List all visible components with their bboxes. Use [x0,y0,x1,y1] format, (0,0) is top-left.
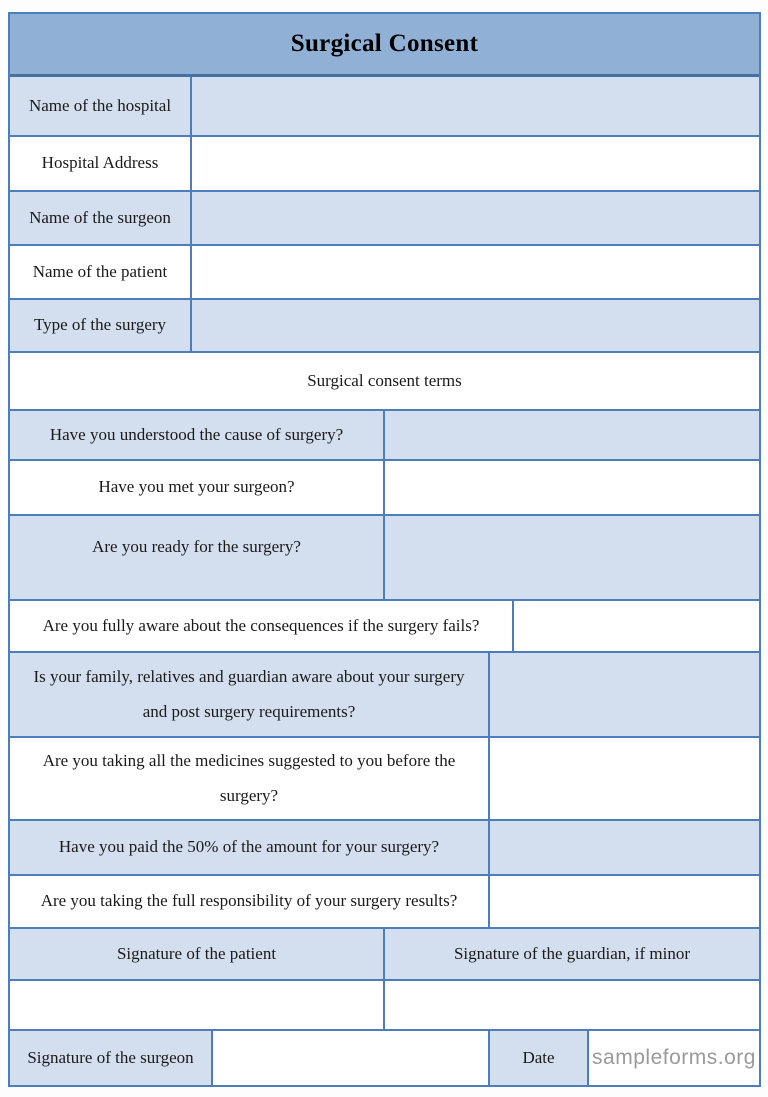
info-row: Hospital Address [10,137,759,192]
question-row: Is your family, relatives and guardian a… [10,653,759,738]
question-responsibility-label: Are you taking the full responsibility o… [10,876,490,927]
question-row: Have you paid the 50% of the amount for … [10,821,759,876]
question-row: Are you fully aware about the consequenc… [10,601,759,653]
guardian-signature-label: Signature of the guardian, if minor [385,929,759,979]
surgical-consent-form: Surgical Consent Name of the hospital Ho… [8,12,761,1087]
surgeon-signature-label: Signature of the surgeon [10,1031,213,1085]
question-consequences-label: Are you fully aware about the consequenc… [10,601,514,651]
question-family-aware-label: Is your family, relatives and guardian a… [10,653,490,736]
question-cause-label: Have you understood the cause of surgery… [10,411,385,459]
surgeon-signature-field[interactable] [213,1031,490,1085]
question-row: Are you taking the full responsibility o… [10,876,759,929]
watermark: sampleforms.org [592,1045,756,1069]
date-field[interactable]: sampleforms.org [589,1031,759,1085]
patient-signature-field[interactable] [10,981,385,1029]
hospital-name-field[interactable] [192,77,759,135]
patient-signature-label: Signature of the patient [10,929,385,979]
question-consequences-answer-field[interactable] [514,601,759,651]
question-cause-answer-field[interactable] [385,411,759,459]
question-payment-label: Have you paid the 50% of the amount for … [10,821,490,874]
form-title-bar: Surgical Consent [10,14,759,77]
patient-name-label: Name of the patient [10,246,192,298]
question-ready-label: Are you ready for the surgery? [10,516,385,599]
question-met-surgeon-answer-field[interactable] [385,461,759,514]
question-responsibility-answer-field[interactable] [490,876,759,927]
question-family-aware-answer-field[interactable] [490,653,759,736]
info-row: Name of the hospital [10,77,759,137]
question-row: Are you ready for the surgery? [10,516,759,601]
section-header-row: Surgical consent terms [10,353,759,411]
question-row: Have you met your surgeon? [10,461,759,516]
question-row: Are you taking all the medicines suggest… [10,738,759,821]
date-label: Date [490,1031,589,1085]
info-row: Name of the patient [10,246,759,300]
question-payment-answer-field[interactable] [490,821,759,874]
guardian-signature-field[interactable] [385,981,759,1029]
surgeon-date-row: Signature of the surgeon Date sampleform… [10,1031,759,1085]
form-title: Surgical Consent [290,30,479,57]
surgeon-name-field[interactable] [192,192,759,244]
question-medicines-answer-field[interactable] [490,738,759,819]
hospital-address-field[interactable] [192,137,759,190]
surgery-type-label: Type of the surgery [10,300,192,351]
surgery-type-field[interactable] [192,300,759,351]
hospital-address-label: Hospital Address [10,137,192,190]
surgeon-name-label: Name of the surgeon [10,192,192,244]
question-met-surgeon-label: Have you met your surgeon? [10,461,385,514]
info-row: Name of the surgeon [10,192,759,246]
signature-input-row [10,981,759,1031]
question-row: Have you understood the cause of surgery… [10,411,759,461]
hospital-name-label: Name of the hospital [10,77,192,135]
info-row: Type of the surgery [10,300,759,353]
question-medicines-label: Are you taking all the medicines suggest… [10,738,490,819]
question-ready-answer-field[interactable] [385,516,759,599]
patient-name-field[interactable] [192,246,759,298]
signature-header-row: Signature of the patient Signature of th… [10,929,759,981]
section-header: Surgical consent terms [10,353,759,409]
